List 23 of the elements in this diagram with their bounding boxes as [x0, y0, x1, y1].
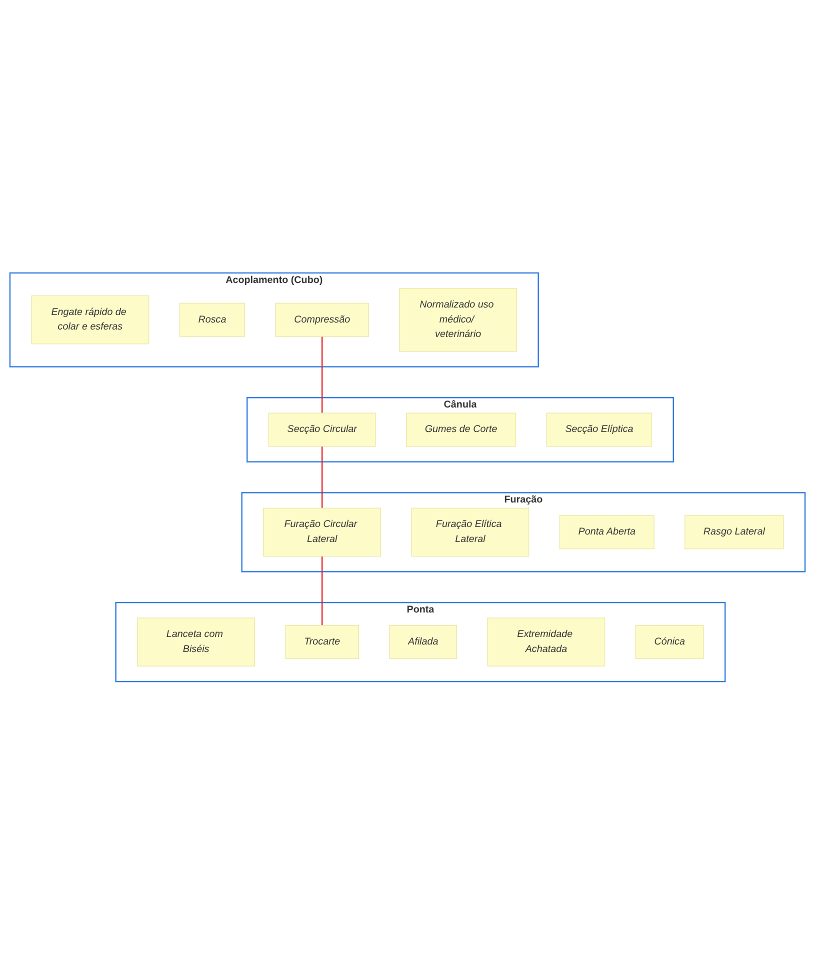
connector: [321, 446, 323, 508]
node-box: [31, 295, 150, 344]
node-box: [487, 617, 606, 666]
cluster: [246, 396, 674, 462]
node-box: [285, 624, 359, 659]
node-box: [389, 624, 458, 659]
cluster: [115, 602, 726, 682]
node-box: [406, 412, 516, 446]
cluster: [241, 492, 806, 572]
node-box: [546, 412, 652, 446]
connector: [321, 336, 323, 413]
connector: [321, 556, 323, 626]
node-box: [137, 617, 255, 666]
cluster: [9, 272, 539, 368]
node-box: [179, 302, 246, 337]
node-box: [268, 412, 376, 446]
node-box: [399, 288, 518, 352]
node-box: [559, 514, 654, 549]
node-box: [263, 508, 382, 556]
node-box: [684, 514, 784, 549]
node-box: [411, 508, 530, 556]
node-box: [275, 302, 369, 337]
node-box: [635, 624, 704, 659]
